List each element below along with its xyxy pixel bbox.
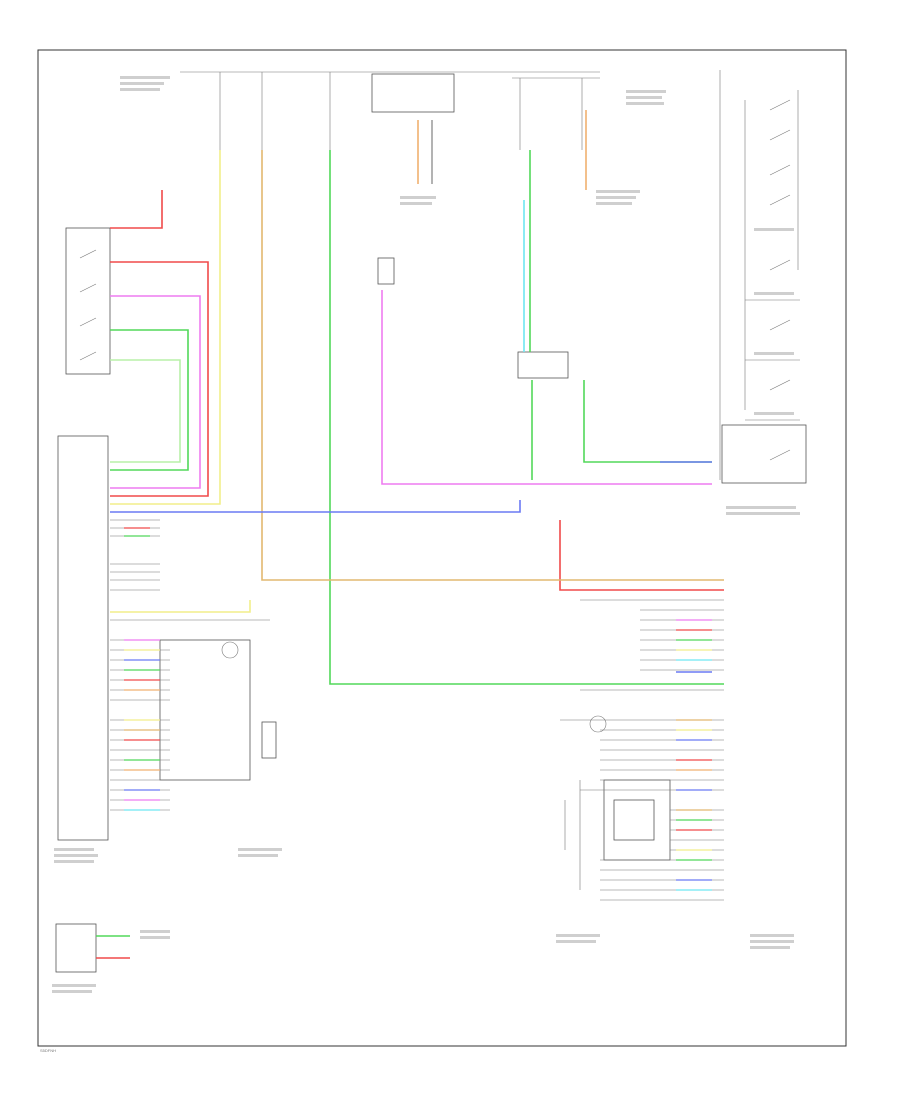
wire-lightgreen xyxy=(110,359,181,463)
center-components xyxy=(55,257,671,973)
wire-tan xyxy=(261,150,724,581)
wire-green-1 xyxy=(110,329,189,471)
footer-code: S5DFNH xyxy=(40,1048,56,1053)
diagram-frame xyxy=(37,49,847,1047)
left-ecu-colored-stubs xyxy=(124,527,160,811)
component-symbols xyxy=(221,641,655,841)
wire-blue-1 xyxy=(110,500,521,513)
wire-red-2 xyxy=(110,261,209,497)
bottom-left-wires xyxy=(96,935,130,959)
right-ecu-colored-stubs xyxy=(676,619,712,891)
wire-red-1 xyxy=(110,190,163,229)
wire-green-3 xyxy=(583,380,712,463)
wire-green-4 xyxy=(329,150,724,685)
label-marks xyxy=(52,76,800,993)
left-switch-block xyxy=(65,227,111,375)
wire-magenta-1 xyxy=(110,295,201,489)
wire-red-3 xyxy=(559,520,724,591)
wire-magenta-2 xyxy=(381,290,712,485)
left-ecu-block xyxy=(57,435,109,841)
wire-yellow-2 xyxy=(110,600,251,613)
wire-yellow-1 xyxy=(110,150,221,505)
right-switch-column xyxy=(721,90,807,484)
left-ecu-pin-leads xyxy=(110,519,270,811)
top-power-bus xyxy=(180,70,721,480)
right-ecu-pin-leads xyxy=(560,599,724,901)
